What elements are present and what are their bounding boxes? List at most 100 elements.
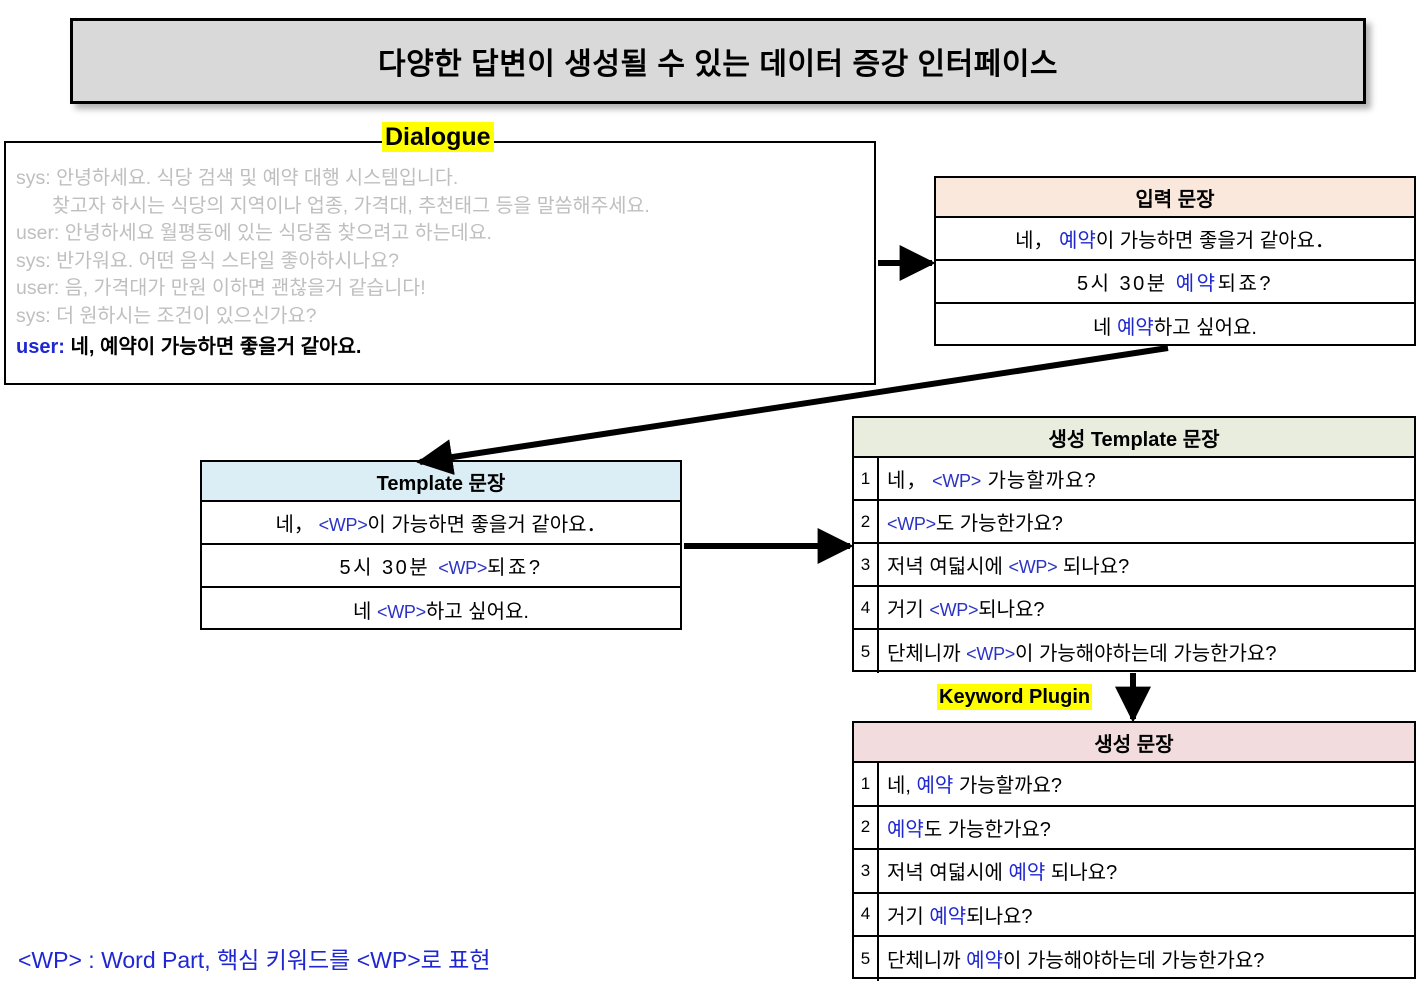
sentence-prefix: 네， bbox=[275, 514, 314, 536]
sentence-prefix: 네 bbox=[1093, 317, 1118, 339]
sentence-prefix: 5시 30분 bbox=[1076, 273, 1176, 295]
row-number: 2 bbox=[854, 501, 879, 542]
dialogue-line: sys: 반가워요. 어떤 음식 스타일 좋아하시나요? bbox=[16, 248, 868, 276]
wp-placeholder: <WP> bbox=[966, 644, 1015, 664]
sentence-prefix: 네， bbox=[887, 470, 928, 492]
sentence-suffix: 이 가능하면 좋을거 같아요． bbox=[367, 514, 607, 536]
row-number: 4 bbox=[854, 587, 879, 628]
sentence-suffix: 되죠? bbox=[1217, 273, 1274, 295]
keyword-highlight: 예약 bbox=[916, 775, 954, 798]
keyword-highlight: 예약 bbox=[1053, 230, 1096, 252]
keyword-highlight: 예약 bbox=[1175, 273, 1218, 295]
dialogue-speaker: sys: bbox=[16, 167, 51, 189]
wp-placeholder: <WP> bbox=[313, 515, 368, 535]
generated-sentence-header: 생성 문장 bbox=[854, 723, 1414, 763]
footnote-wp-definition: <WP> : Word Part, 핵심 키워드를 <WP>로 표현 bbox=[18, 947, 491, 973]
table-row: 네， 예약이 가능하면 좋을거 같아요． bbox=[936, 218, 1414, 261]
row-number: 5 bbox=[854, 630, 879, 673]
sentence-suffix: 되죠? bbox=[487, 557, 543, 579]
row-sentence: 단체니까 예약이 가능해야하는데 가능한가요? bbox=[879, 944, 1414, 973]
sentence-prefix: 단체니까 bbox=[887, 950, 967, 973]
input-sentence-header: 입력 문장 bbox=[936, 178, 1414, 218]
dialogue-utterance: 안녕하세요 월평동에 있는 식당좀 찾으려고 하는데요. bbox=[59, 222, 492, 244]
dialogue-speaker: user: bbox=[16, 277, 60, 299]
title-banner: 다양한 답변이 생성될 수 있는 데이터 증강 인터페이스 bbox=[70, 18, 1366, 104]
table-row: 네 <WP>하고 싶어요. bbox=[202, 588, 680, 631]
sentence-prefix: 네， bbox=[1015, 230, 1054, 252]
dialogue-line: user: 네, 예약이 가능하면 좋을거 같아요. bbox=[16, 330, 868, 362]
row-sentence: 네， <WP>이 가능하면 좋을거 같아요． bbox=[202, 508, 680, 537]
sentence-prefix: 저녁 여덟시에 bbox=[887, 556, 1009, 578]
template-sentence-table: Template 문장 네， <WP>이 가능하면 좋을거 같아요．5시 30분… bbox=[200, 460, 682, 630]
row-number: 5 bbox=[854, 937, 879, 981]
dialogue-speaker: user: bbox=[16, 336, 65, 358]
row-sentence: 거기 예약되나요? bbox=[879, 900, 1414, 929]
generated-template-header: 생성 Template 문장 bbox=[854, 418, 1414, 458]
sentence-prefix: 5시 30분 bbox=[339, 557, 439, 579]
template-sentence-header: Template 문장 bbox=[202, 462, 680, 502]
dialogue-line: user: 안녕하세요 월평동에 있는 식당좀 찾으려고 하는데요. bbox=[16, 220, 868, 248]
row-sentence: 5시 30분 예약되죠? bbox=[936, 267, 1414, 296]
dialogue-utterance: 네, 예약이 가능하면 좋을거 같아요. bbox=[64, 336, 362, 358]
keyword-highlight: 예약 bbox=[887, 818, 924, 841]
sentence-suffix: 이 가능해야하는데 가능한가요? bbox=[1002, 950, 1265, 973]
row-sentence: 예약도 가능한가요? bbox=[879, 813, 1414, 842]
sentence-suffix: 가능할까요? bbox=[980, 470, 1097, 492]
dialogue-lines: sys: 안녕하세요. 식당 검색 및 예약 대행 시스템입니다.찾고자 하시는… bbox=[16, 165, 868, 362]
dialogue-utterance: 안녕하세요. 식당 검색 및 예약 대행 시스템입니다. bbox=[50, 167, 459, 189]
wp-placeholder: <WP> bbox=[927, 471, 981, 491]
dialogue-line: user: 음, 가격대가 만원 이하면 괜찮을거 같습니다! bbox=[16, 275, 868, 303]
wp-placeholder: <WP> bbox=[377, 602, 426, 622]
table-row: 2<WP>도 가능한가요? bbox=[854, 501, 1414, 544]
sentence-suffix: 되나요? bbox=[978, 599, 1045, 621]
sentence-suffix: 되나요? bbox=[966, 905, 1033, 928]
row-sentence: 5시 30분 <WP>되죠? bbox=[202, 551, 680, 580]
row-number: 3 bbox=[854, 544, 879, 585]
row-sentence: 네， 예약이 가능하면 좋을거 같아요． bbox=[936, 224, 1414, 253]
sentence-suffix: 가능할까요? bbox=[953, 775, 1063, 798]
sentence-prefix: 거기 bbox=[887, 599, 930, 621]
dialogue-label: Dialogue bbox=[382, 122, 494, 152]
sentence-suffix: 되나요? bbox=[1045, 862, 1118, 885]
keyword-highlight: 예약 bbox=[1117, 317, 1154, 339]
table-row: 네， <WP>이 가능하면 좋을거 같아요． bbox=[202, 502, 680, 545]
dialogue-speaker: user: bbox=[16, 222, 60, 244]
dialogue-line: sys: 안녕하세요. 식당 검색 및 예약 대행 시스템입니다. bbox=[16, 165, 868, 193]
wp-placeholder: <WP> bbox=[438, 558, 488, 578]
input-sentence-rows: 네， 예약이 가능하면 좋을거 같아요．5시 30분 예약되죠?네 예약하고 싶… bbox=[936, 218, 1414, 347]
row-sentence: 네， <WP> 가능할까요? bbox=[879, 464, 1414, 493]
row-sentence: 거기 <WP>되나요? bbox=[879, 593, 1414, 622]
row-sentence: <WP>도 가능한가요? bbox=[879, 507, 1414, 536]
sentence-prefix: 거기 bbox=[887, 905, 930, 928]
wp-placeholder: <WP> bbox=[1008, 557, 1058, 577]
sentence-prefix: 단체니까 bbox=[887, 643, 967, 665]
row-number: 1 bbox=[854, 763, 879, 805]
keyword-highlight: 예약 bbox=[966, 950, 1003, 973]
dialogue-speaker: sys: bbox=[16, 304, 51, 327]
input-sentence-table: 입력 문장 네， 예약이 가능하면 좋을거 같아요．5시 30분 예약되죠?네 … bbox=[934, 176, 1416, 346]
dialogue-line: 찾고자 하시는 식당의 지역이나 업종, 가격대, 추천태그 등을 말씀해주세요… bbox=[16, 193, 868, 221]
sentence-suffix: 이 가능하면 좋을거 같아요． bbox=[1095, 230, 1335, 252]
keyword-highlight: 예약 bbox=[929, 905, 967, 928]
table-row: 5시 30분 <WP>되죠? bbox=[202, 545, 680, 588]
row-number: 1 bbox=[854, 458, 879, 499]
dialogue-line: sys: 더 원하시는 조건이 있으신가요? bbox=[16, 303, 868, 331]
keyword-highlight: 예약 bbox=[1008, 862, 1046, 885]
sentence-prefix: 저녁 여덟시에 bbox=[887, 862, 1009, 885]
table-row: 5시 30분 예약되죠? bbox=[936, 261, 1414, 304]
keyword-plugin-label: Keyword Plugin bbox=[937, 684, 1093, 710]
dialogue-utterance: 반가워요. 어떤 음식 스타일 좋아하시나요? bbox=[50, 249, 400, 272]
row-sentence: 저녁 여덟시에 예약 되나요? bbox=[879, 856, 1414, 885]
row-sentence: 네 <WP>하고 싶어요. bbox=[202, 595, 680, 624]
